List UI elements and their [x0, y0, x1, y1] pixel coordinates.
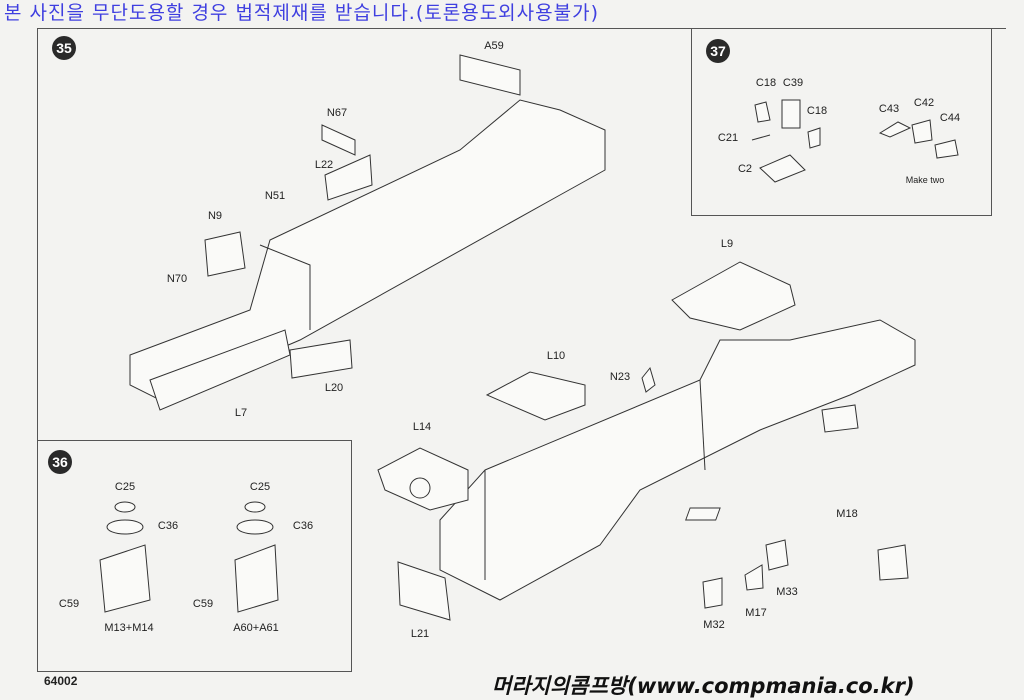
label-c39: C39: [782, 77, 804, 89]
part-c42: [911, 119, 933, 144]
label-m33: M33: [776, 586, 798, 598]
part-box: [821, 404, 859, 433]
part-c18a: [754, 101, 771, 123]
part-c25b: [244, 501, 266, 513]
label-c18-b: C18: [806, 105, 828, 117]
part-n23: [641, 366, 656, 393]
label-l21: L21: [410, 628, 430, 640]
label-m18: M18: [836, 508, 858, 520]
page-code: 64002: [44, 674, 78, 688]
label-a60-a61: A60+A61: [233, 622, 279, 634]
step-36-frame: [37, 440, 352, 672]
part-c25: [114, 501, 136, 513]
part-l10: [485, 371, 586, 421]
make-two-note: Make two: [905, 175, 945, 185]
label-l14: L14: [412, 421, 432, 433]
part-c43: [878, 121, 912, 138]
part-m17: [744, 564, 764, 591]
label-c18: C18: [755, 77, 777, 89]
step-37-badge: 37: [706, 39, 730, 63]
part-n67: [321, 124, 356, 156]
label-m17: M17: [745, 607, 767, 619]
part-c36: [106, 519, 144, 535]
label-c43: C43: [878, 103, 900, 115]
label-n67: N67: [326, 107, 348, 119]
label-l20: L20: [324, 382, 344, 394]
watermark-top: 본 사진을 무단도용할 경우 법적제재를 받습니다.(토론용도외사용불가): [4, 2, 599, 24]
part-a59: [459, 54, 521, 96]
label-c42: C42: [913, 97, 935, 109]
part-c39: [781, 99, 801, 129]
label-a59: A59: [484, 40, 504, 52]
label-l10: L10: [546, 350, 566, 362]
part-a60-a61: [234, 544, 279, 613]
label-l22: L22: [314, 159, 334, 171]
label-n70: N70: [166, 273, 188, 285]
label-c25-b: C25: [249, 481, 271, 493]
upper-hull-part: [129, 99, 606, 401]
part-n9: [204, 231, 246, 277]
label-l7: L7: [234, 407, 248, 419]
label-n9: N9: [207, 210, 223, 222]
step-35-badge: 35: [52, 36, 76, 60]
label-c36-b: C36: [292, 520, 314, 532]
label-m13-m14: M13+M14: [104, 622, 154, 634]
label-c59-b: C59: [192, 598, 214, 610]
part-m13-m14: [99, 544, 151, 613]
part-l20: [289, 339, 353, 379]
label-n23: N23: [609, 371, 631, 383]
part-l9: [671, 261, 796, 331]
part-m18: [685, 507, 721, 521]
step-36-badge: 36: [48, 450, 72, 474]
label-c21: C21: [717, 132, 739, 144]
step-35-frame: [37, 28, 1006, 671]
label-m32: M32: [703, 619, 725, 631]
label-c25: C25: [114, 481, 136, 493]
part-c44: [934, 139, 959, 159]
part-m18-base: [877, 544, 909, 581]
part-l21: [397, 561, 451, 621]
label-c2: C2: [737, 163, 753, 175]
label-c36: C36: [157, 520, 179, 532]
label-c44: C44: [939, 112, 961, 124]
lower-hull-part: [439, 319, 916, 601]
label-l9: L9: [720, 238, 734, 250]
part-c18b: [807, 127, 821, 149]
part-l22: [324, 154, 373, 201]
part-m33: [765, 539, 789, 571]
step-37-frame: [691, 28, 992, 216]
part-m32: [702, 577, 723, 609]
watermark-bottom: 머라지의콤프방(www.compmania.co.kr): [492, 674, 915, 698]
label-c59: C59: [58, 598, 80, 610]
label-n51: N51: [264, 190, 286, 202]
part-c36b: [236, 519, 274, 535]
part-c2: [759, 154, 806, 183]
